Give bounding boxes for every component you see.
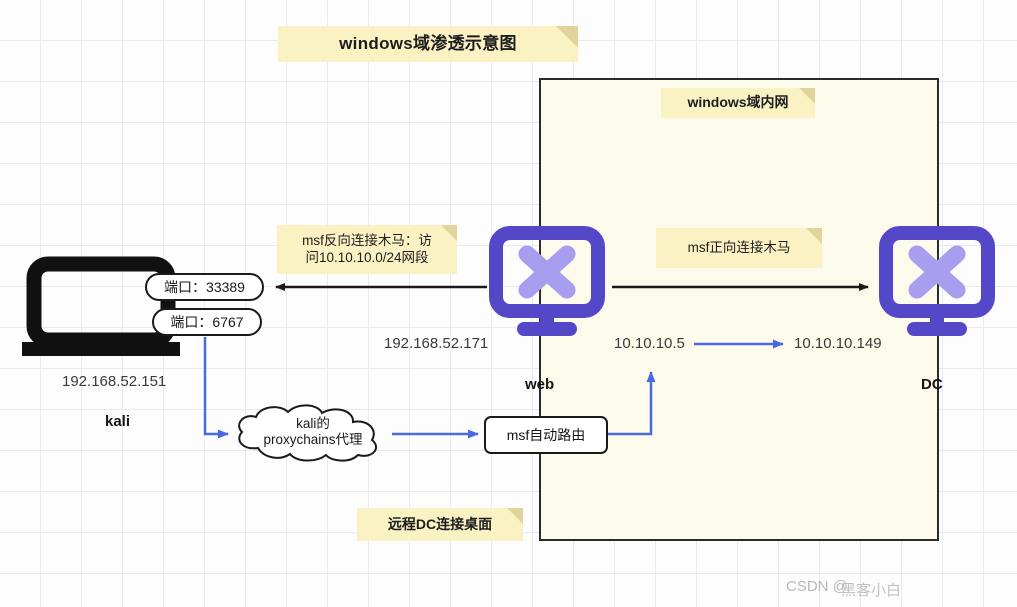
dc-name-label: DC	[921, 376, 943, 393]
diagram-title-note: windows域渗透示意图	[278, 26, 578, 62]
kali-laptop-icon	[22, 256, 180, 356]
diagram-title-text: windows域渗透示意图	[339, 34, 517, 54]
dc-server-monitor-icon	[879, 226, 995, 336]
dc-ip-label: 10.10.10.149	[794, 335, 882, 352]
note-fold-corner	[799, 88, 815, 104]
inner-network-text: windows域内网	[687, 94, 789, 111]
note-fold-corner	[441, 225, 457, 241]
note-fold-corner	[507, 508, 523, 524]
msf-auto-route-label: msf自动路由	[506, 427, 586, 443]
note-fold-corner	[806, 228, 822, 244]
msf-auto-route-box: msf自动路由	[484, 416, 608, 454]
web-external-ip-label: 192.168.52.171	[384, 335, 489, 352]
reverse-shell-note: msf反向连接木马：访 问10.10.10.0/24网段	[277, 225, 457, 274]
reverse-note-line-1: msf反向连接木马：访	[302, 232, 432, 248]
port-6767-text: 端口：6767	[170, 314, 244, 330]
web-server-monitor-icon	[489, 226, 605, 336]
port-33389-text: 端口：33389	[164, 279, 245, 295]
note-fold-corner	[556, 26, 578, 48]
kali-name-label: kali	[105, 413, 131, 430]
web-name-label: web	[525, 376, 555, 393]
kali-ip-label: 192.168.52.151	[62, 373, 167, 390]
forward-shell-note: msf正向连接木马	[656, 228, 822, 268]
rdp-note-text: 远程DC连接桌面	[387, 515, 493, 532]
csdn-watermark: CSDN @ 黑客小白	[786, 578, 901, 599]
watermark-handle: 黑客小白	[841, 582, 902, 599]
inner-network-region	[539, 78, 939, 541]
remote-dc-desktop-note: 远程DC连接桌面	[357, 508, 523, 541]
forward-note-text: msf正向连接木马	[687, 239, 791, 255]
reverse-note-line-2: 问10.10.10.0/24网段	[305, 249, 429, 265]
kali-port-label-6767: 端口：6767	[152, 308, 262, 336]
watermark-prefix: CSDN @	[786, 578, 848, 595]
proxychains-cloud-shape	[238, 404, 377, 462]
kali-port-label-33389: 端口：33389	[145, 273, 264, 301]
arrow-kali-to-proxy	[203, 337, 229, 439]
web-internal-ip-label: 10.10.10.5	[614, 335, 685, 352]
inner-network-note: windows域内网	[661, 88, 815, 118]
